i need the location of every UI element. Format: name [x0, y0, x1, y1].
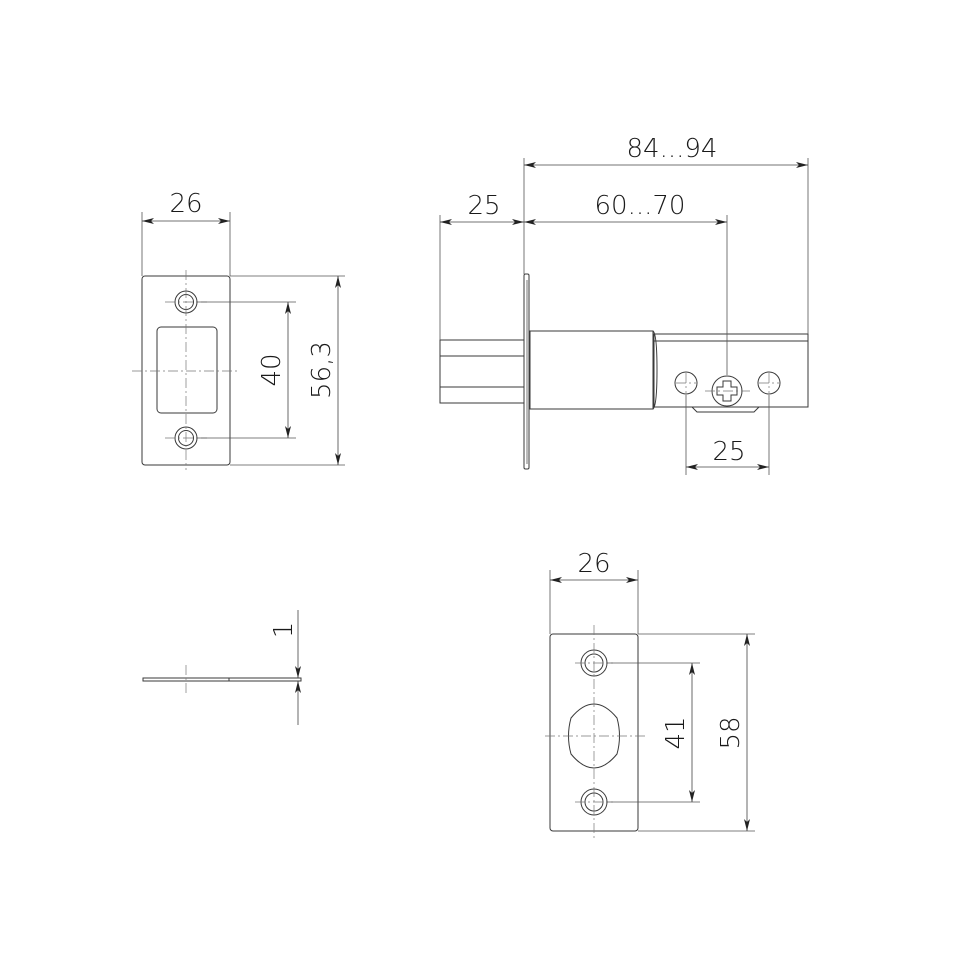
tail-hole-spacing-label: 25	[712, 437, 745, 467]
latch-side-view	[439, 158, 809, 475]
faceplate-width-label: 26	[577, 549, 610, 579]
strike-width-label: 26	[169, 189, 202, 219]
thickness-label: 1	[269, 622, 299, 639]
faceplate-height-label: 58	[716, 716, 746, 749]
backset-label: 60...70	[595, 191, 686, 221]
strike-plate-view	[132, 212, 345, 470]
bolt-projection-label: 25	[467, 191, 500, 221]
strike-height-label: 56,3	[307, 341, 337, 399]
overall-length-label: 84...94	[627, 134, 718, 164]
faceplate-hole-spacing-label: 41	[661, 716, 691, 749]
strike-profile-view	[142, 610, 302, 725]
faceplate-view	[545, 570, 755, 840]
strike-hole-spacing-label: 40	[257, 353, 287, 386]
